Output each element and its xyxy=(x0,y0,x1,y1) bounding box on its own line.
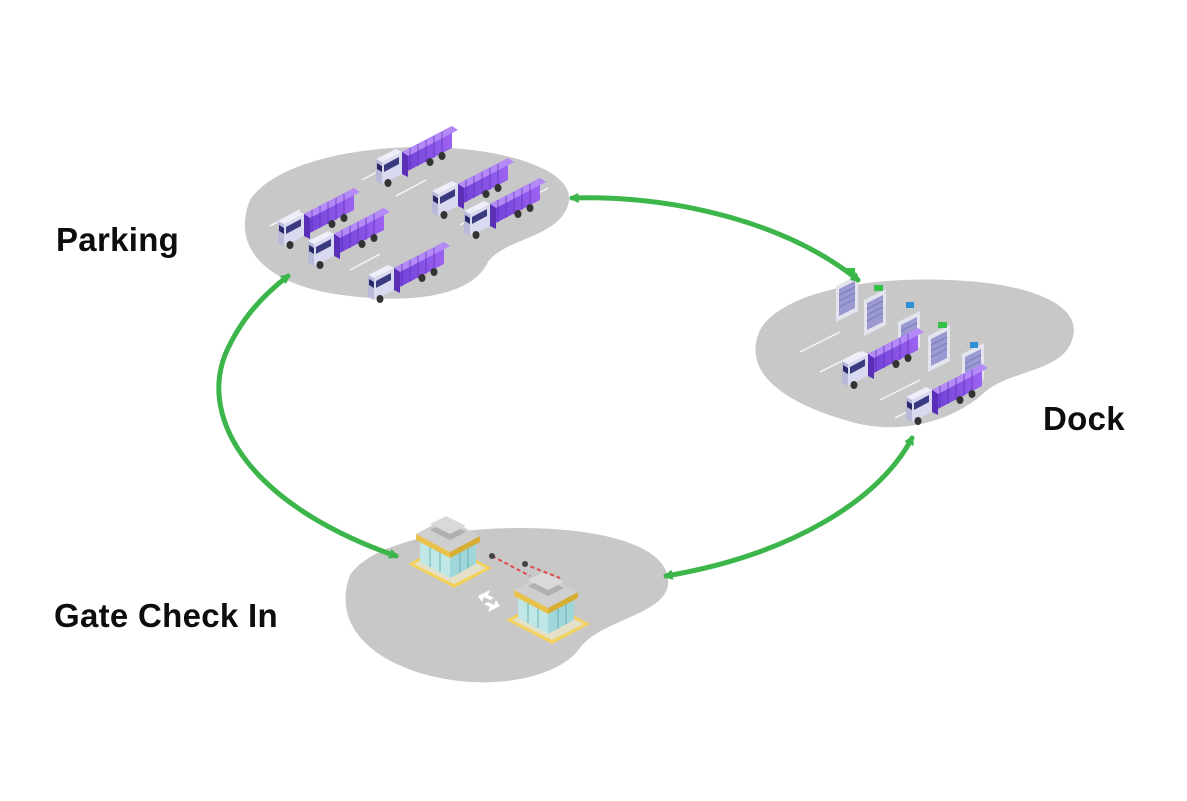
lane-direction-arrows xyxy=(478,590,500,612)
gate-check-in-label: Gate Check In xyxy=(54,597,278,634)
arrow-parking-dock xyxy=(569,198,861,283)
gate-platform xyxy=(345,528,669,683)
arrow-dock-gate xyxy=(663,435,915,576)
arrow-gate-parking xyxy=(216,273,399,556)
barrier-arms xyxy=(489,553,561,579)
parking-label: Parking xyxy=(56,221,180,258)
dock-platform xyxy=(755,279,1074,428)
dock-label: Dock xyxy=(1043,400,1125,437)
